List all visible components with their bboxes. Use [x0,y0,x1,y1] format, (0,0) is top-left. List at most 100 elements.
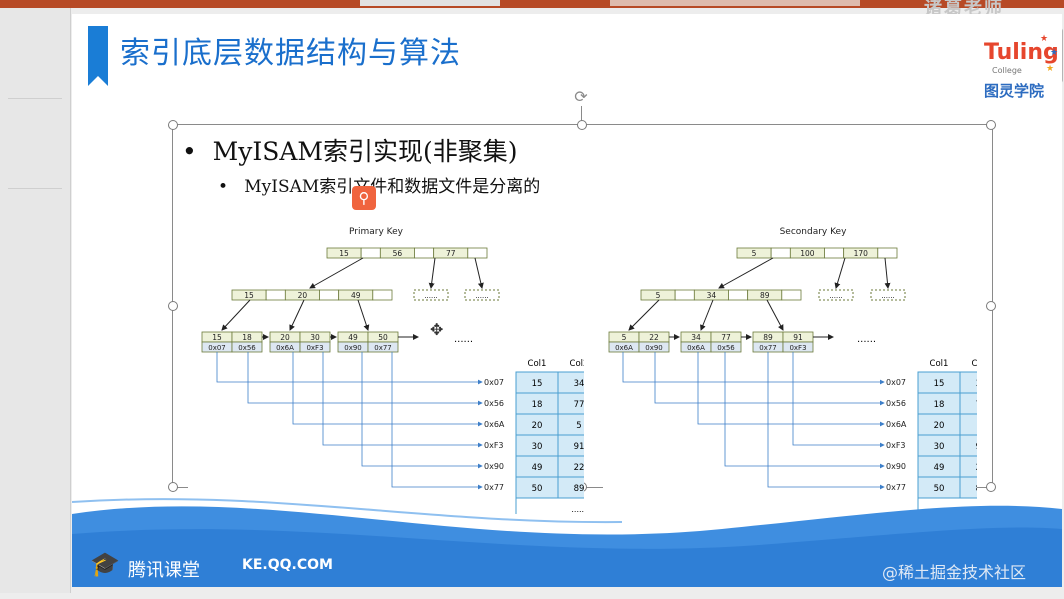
leaf-node-addr-label: 0xF3 [306,344,323,352]
leaf-node-key-label: 18 [242,333,252,342]
resize-handle-t[interactable] [577,120,587,130]
leaf-node-key-label: 50 [378,333,388,342]
pointer-line [292,352,483,427]
leaf-node-addr-label: 0x77 [759,344,777,352]
logo-brand-college: College [992,66,1022,75]
leaf-node-addr-label: 0x56 [238,344,256,352]
tree-arrow [766,299,784,331]
root-node-ptr-cell [414,247,435,259]
table-cell-value: 50 [532,484,543,494]
leaf-node-addr-cell [299,341,331,353]
placeholder-label: ...... [475,292,488,300]
root-node-ptr-cell [770,247,791,259]
root-node-key-label: 56 [393,249,403,258]
row-address-label: 0x56 [886,399,906,408]
tree-arrow [628,299,660,331]
tree-title: Secondary Key [780,227,848,237]
table-cell [959,455,1003,478]
search-icon[interactable]: ⚲ [352,186,376,210]
table-cell-value: 30 [532,442,543,452]
move-cursor-icon: ✥ [430,320,444,339]
tree-arrow [834,257,846,289]
slide-canvas[interactable]: 索引底层数据结构与算法 Tuling College 图灵学院 ★ ★ ★ ⟳ … [72,14,1062,587]
leaf-node-key-label: 20 [280,333,290,342]
table-cell-value: 18 [934,400,945,410]
resize-handle-tl[interactable] [168,120,178,130]
row-address-label: 0x07 [886,378,906,387]
table-header: Col2 [972,359,977,369]
resize-handle-br[interactable] [986,482,996,492]
root-node-ptr-cell [360,247,381,259]
pointer-line [767,352,885,490]
table-cell [959,371,1003,394]
root-node-key-label: 100 [800,249,815,258]
leaf-node-key-label: 34 [691,333,701,342]
row-address-label: 0x6A [484,420,505,429]
mid-node-ptr-cell [372,289,393,301]
root-node-key-label: 5 [752,249,757,258]
resize-handle-bl[interactable] [168,482,178,492]
pointer-line [654,352,885,406]
table-header: Col1 [930,359,949,369]
bullet-level1-text: MyISAM索引实现(非聚集) [212,137,518,166]
resize-handle-tr[interactable] [986,120,996,130]
table-cell-value: 34 [976,379,977,389]
bullet-level2-text: MyISAM索引文件和数据文件是分离的 [244,177,541,197]
bullet-level1: • MyISAM索引实现(非聚集) [182,137,518,166]
table-cell-value: 77 [976,400,977,410]
rotate-handle-icon[interactable]: ⟳ [574,87,588,106]
leaf-node-key-label: 91 [793,333,803,342]
row-address-label: 0x90 [886,462,906,471]
mid-node-key-label: 15 [244,291,254,300]
pane-divider [8,188,62,189]
root-node-ptr-cell [467,247,488,259]
tree-arrow [357,299,370,331]
pointer-line [697,352,885,427]
row-address-label: 0x90 [484,462,504,471]
table-cell-value: 30 [934,442,945,452]
mid-node-ptr-cell [319,289,340,301]
leaf-node-key-label: 77 [721,333,731,342]
root-node-key-label: 15 [339,249,349,258]
table-cell-value: 22 [976,463,977,473]
window-tab[interactable] [360,0,500,6]
tree-title: Primary Key [349,227,404,237]
placeholder-node [818,289,854,301]
root-node-key-label: 170 [854,249,869,258]
leaf-ellipsis: ...... [454,334,473,345]
footer-wave [72,498,1062,587]
mid-node-key-label: 20 [298,291,308,300]
title-accent-bar [88,26,108,86]
pointer-line [322,352,483,448]
mid-node-ptr-cell [728,289,749,301]
table-more-label: ...... [571,505,584,514]
resize-handle-r[interactable] [986,301,996,311]
leaf-node-addr-label: 0x90 [344,344,362,352]
leaf-node-addr-label: 0x07 [208,344,226,352]
placeholder-label: ...... [424,292,437,300]
star-icon: ★ [1046,64,1055,74]
table-cell-value: 91 [574,442,584,452]
placeholder-node [413,289,449,301]
leaf-node-key-label: 5 [622,333,627,342]
tree-arrow [428,257,436,289]
root-node-ptr-cell [877,247,898,259]
leaf-node-addr-label: 0x6A [615,344,633,352]
placeholder-node [870,289,906,301]
pane-divider [8,98,62,99]
footer-brand: 腾讯课堂 [128,560,200,581]
slide-title: 索引底层数据结构与算法 [120,36,461,71]
watermark-bottom: @稀土掘金技术社区 [882,563,1027,582]
leaf-node-key-label: 15 [212,333,222,342]
mid-node-ptr-cell [674,289,695,301]
table-cell-value: 49 [532,463,543,473]
slide-thumbnail-pane[interactable] [0,8,71,593]
resize-handle-l[interactable] [168,301,178,311]
placeholder-label: ...... [881,292,894,300]
table-cell-value: 5 [576,421,581,431]
pointer-line [724,352,885,469]
table-cell-value: 89 [574,484,584,494]
table-cell-value: 22 [574,463,584,473]
leaf-node-addr-label: 0x90 [645,344,663,352]
